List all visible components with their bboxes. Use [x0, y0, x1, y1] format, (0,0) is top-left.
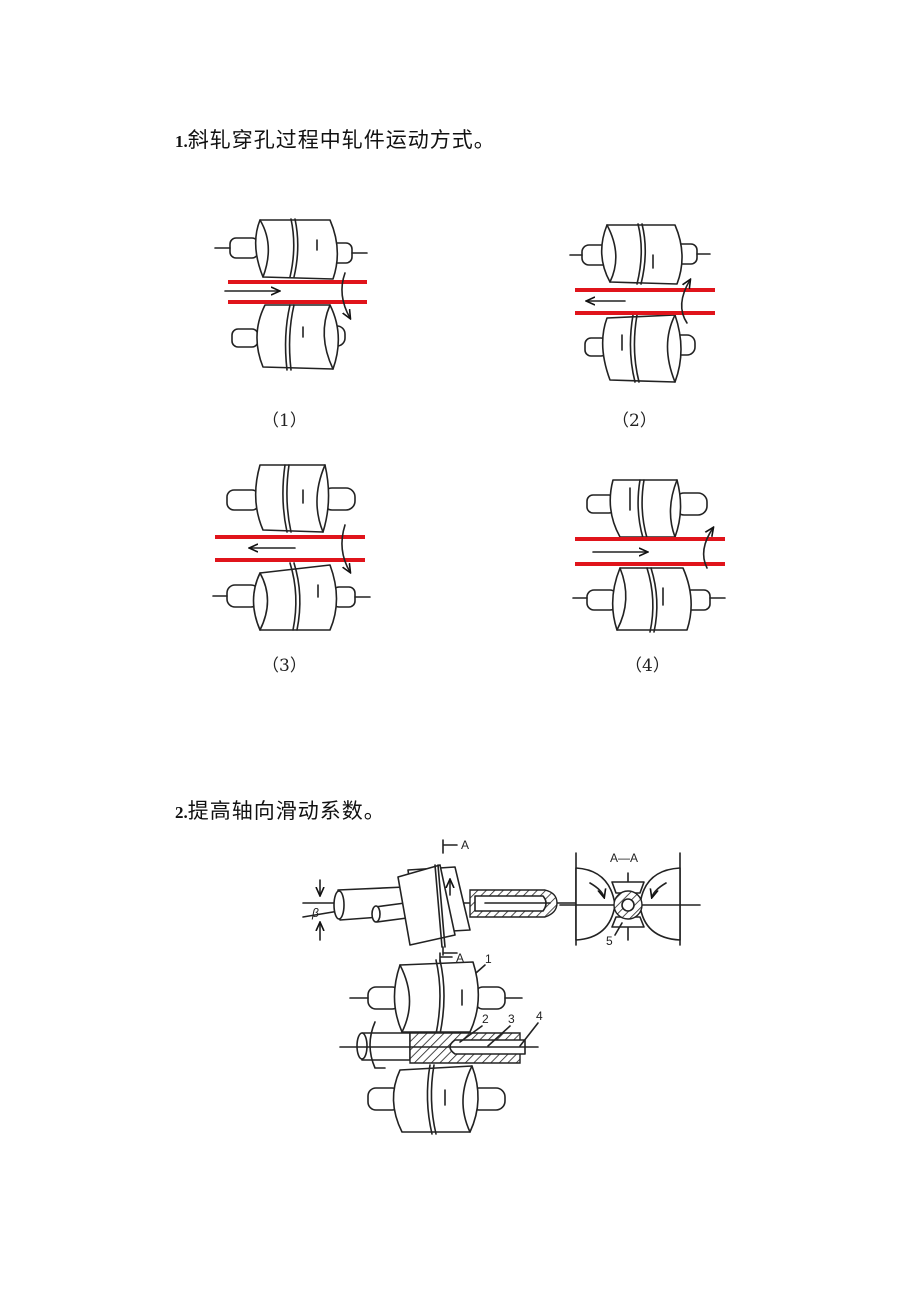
part-label-1: 1	[485, 952, 492, 966]
figure-3-roll-diagram	[212, 464, 371, 631]
figure-1-caption: （1）	[262, 411, 307, 431]
piercing-side-view-diagram: A 1 2 3 4	[339, 951, 543, 1135]
part-label-5: 5	[606, 934, 613, 948]
section-2-title: 提高轴向滑动系数。	[187, 799, 386, 823]
part-label-3: 3	[508, 1012, 515, 1026]
section-marker-top-label: A	[461, 838, 469, 852]
figure-4-caption: （4）	[625, 656, 670, 676]
section-2-number: 2.	[175, 803, 188, 822]
section-2-heading: 2.提高轴向滑动系数。	[175, 795, 386, 825]
section-1-title: 斜轧穿孔过程中轧件运动方式。	[187, 128, 496, 152]
figure-2-caption: （2）	[612, 411, 657, 431]
piercing-top-view-diagram: β A	[302, 838, 576, 956]
rotation-arrow-down-icon	[341, 272, 350, 318]
angle-beta-label: β	[311, 906, 319, 920]
part-label-4: 4	[536, 1009, 543, 1023]
rotation-arrow-up-icon	[702, 528, 713, 569]
figure-3-caption: （3）	[262, 656, 307, 676]
part-label-2: 2	[482, 1012, 489, 1026]
figure-4-roll-diagram	[572, 479, 726, 633]
section-a-a-view-diagram: A—A 5	[559, 851, 701, 948]
section-marker-label: A	[456, 951, 464, 965]
section-1-number: 1.	[175, 132, 188, 151]
section-marker-bottom-icon	[442, 946, 458, 956]
section-marker-top-icon	[442, 839, 458, 854]
figure-2-roll-diagram	[569, 223, 715, 383]
figure-1-roll-diagram	[214, 218, 368, 371]
section-view-label: A—A	[610, 851, 638, 865]
rotation-arrow-down-icon	[341, 524, 350, 572]
rotation-arrow-up-icon	[680, 280, 690, 324]
section-1-heading: 1.斜轧穿孔过程中轧件运动方式。	[175, 124, 496, 154]
